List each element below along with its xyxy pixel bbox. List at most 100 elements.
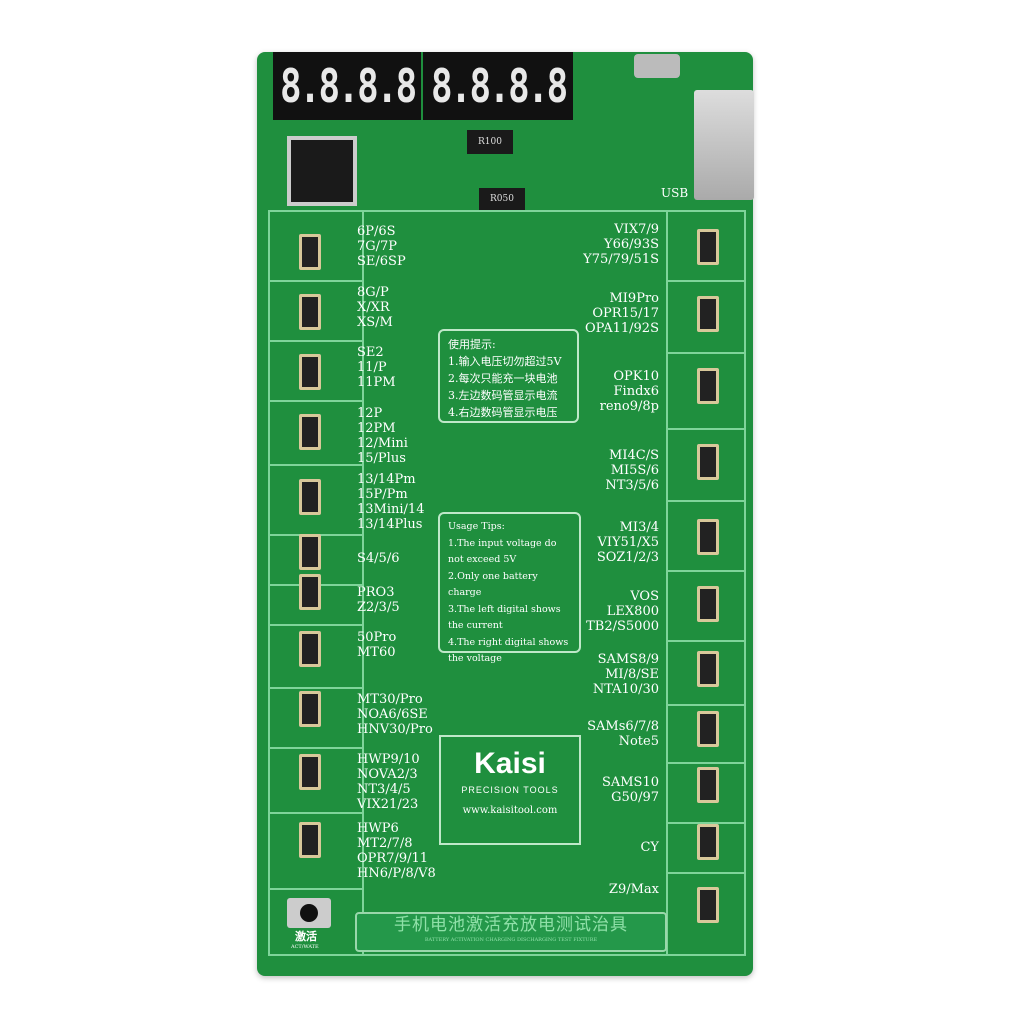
right-slot-label: Z9/Max [608, 882, 659, 897]
left-slot-label: HWP6 [357, 821, 399, 836]
battery-connector [299, 354, 321, 390]
right-slot-label: Y66/93S [604, 237, 659, 252]
right-slot-label: Note5 [618, 734, 659, 749]
battery-connector [299, 574, 321, 610]
left-slot-label: Z2/3/5 [357, 600, 400, 615]
footer-title-box: 手机电池激活充放电测试治具 BATTERY ACTIVATION CHARGIN… [355, 912, 667, 952]
usb-label: USB [661, 186, 689, 200]
battery-connector [299, 294, 321, 330]
tips-en-item: 3.The left digital shows the current [448, 603, 561, 632]
divider [270, 812, 362, 814]
divider [668, 570, 744, 572]
divider [668, 352, 744, 354]
divider [668, 500, 744, 502]
battery-connector [299, 754, 321, 790]
divider [270, 464, 362, 466]
right-slot-label: G50/97 [611, 790, 659, 805]
battery-connector [697, 711, 719, 747]
tips-cn-title: 使用提示: [448, 338, 496, 351]
activate-button[interactable] [287, 898, 331, 928]
right-slot-label: SOZ1/2/3 [596, 550, 659, 565]
divider [668, 280, 744, 282]
resistor-r050: R050 [479, 188, 525, 210]
left-slot-label: 15P/Pm [357, 487, 408, 502]
divider [668, 872, 744, 874]
left-slot-label: MT2/7/8 [357, 836, 413, 851]
left-slot-label: 13Mini/14 [357, 502, 425, 517]
divider [668, 704, 744, 706]
left-slot-label: HN6/P/8/V8 [357, 866, 436, 881]
battery-connector [299, 234, 321, 270]
right-slot-label: LEX800 [606, 604, 659, 619]
left-slot-label: NOVA2/3 [357, 767, 418, 782]
micro-usb-port[interactable] [634, 54, 680, 78]
right-slot-label: VIX7/9 [614, 222, 659, 237]
kaisi-logo: Kaisi PRECISION TOOLS www.kaisitool.com [439, 735, 581, 845]
divider [668, 428, 744, 430]
tips-cn-item: 2.每次只能充一块电池 [448, 372, 558, 385]
divider [668, 640, 744, 642]
divider [668, 762, 744, 764]
right-slot-label: MI/8/SE [605, 667, 659, 682]
voltage-digits: 8.8.8.8 [430, 59, 568, 113]
left-slot-label: SE/6SP [357, 254, 406, 269]
divider [270, 340, 362, 342]
logo-url: www.kaisitool.com [462, 805, 558, 816]
left-slot-label: 8G/P [357, 285, 389, 300]
right-slot-label: NTA10/30 [592, 682, 659, 697]
battery-connector [299, 691, 321, 727]
tips-en-item: 2.Only one battery charge [448, 570, 538, 599]
tips-english: Usage Tips: 1.The input voltage do not e… [438, 512, 581, 664]
footer-title-en: BATTERY ACTIVATION CHARGING DISCHARGING … [424, 937, 598, 943]
left-slot-label: HNV30/Pro [357, 722, 433, 737]
right-slot-label: NT3/5/6 [605, 478, 659, 493]
left-slot-label: HWP9/10 [357, 752, 420, 767]
divider [270, 888, 362, 890]
divider [668, 822, 744, 824]
left-slot-label: SE2 [357, 345, 384, 360]
left-divider [362, 212, 364, 954]
battery-connector [697, 229, 719, 265]
left-slot-label: 13/14Plus [357, 517, 423, 532]
left-slot-label: PRO3 [357, 585, 395, 600]
right-slot-label: MI5S/6 [610, 463, 659, 478]
microcontroller-chip [287, 136, 357, 206]
battery-connector [697, 651, 719, 687]
battery-connector [697, 296, 719, 332]
right-slot-label: CY [640, 840, 659, 855]
left-slot-label: OPR7/9/11 [357, 851, 429, 866]
tips-cn-item: 4.右边数码管显示电压 [448, 406, 558, 419]
divider [270, 624, 362, 626]
footer-title-cn: 手机电池激活充放电测试治具 [394, 915, 628, 935]
battery-connector [697, 767, 719, 803]
logo-tagline: PRECISION TOOLS [461, 785, 559, 795]
divider [270, 687, 362, 689]
tips-chinese: 使用提示: 1.输入电压切勿超过5V 2.每次只能充一块电池 3.左边数码管显示… [438, 329, 579, 423]
left-slot-label: 12P [357, 406, 383, 421]
right-slot-label: OPR15/17 [592, 306, 659, 321]
left-slot-label: NT3/4/5 [357, 782, 411, 797]
current-digits: 8.8.8.8 [279, 59, 417, 113]
battery-connector [697, 368, 719, 404]
usb-port[interactable] [694, 90, 754, 200]
right-slot-label: reno9/8p [599, 399, 659, 414]
battery-connector [697, 824, 719, 860]
activate-label-en: ACT/WATE [291, 944, 319, 950]
divider [270, 400, 362, 402]
left-slot-label: 13/14Pm [357, 472, 416, 487]
right-slot-label: Findx6 [613, 384, 659, 399]
battery-connector [299, 479, 321, 515]
left-slot-label: 12/Mini [357, 436, 408, 451]
left-slot-label: X/XR [357, 300, 390, 315]
left-slot-label: 11PM [357, 375, 396, 390]
resistor-r100: R100 [467, 130, 513, 154]
battery-connector [697, 887, 719, 923]
divider [270, 280, 362, 282]
tips-cn-item: 3.左边数码管显示电流 [448, 389, 558, 402]
voltage-display: 8.8.8.8 [423, 52, 573, 120]
tips-en-item: 1.The input voltage do not exceed 5V [448, 537, 557, 566]
left-slot-label: 12PM [357, 421, 396, 436]
divider [270, 747, 362, 749]
slot-area [268, 210, 746, 956]
right-slot-label: VOS [630, 589, 659, 604]
